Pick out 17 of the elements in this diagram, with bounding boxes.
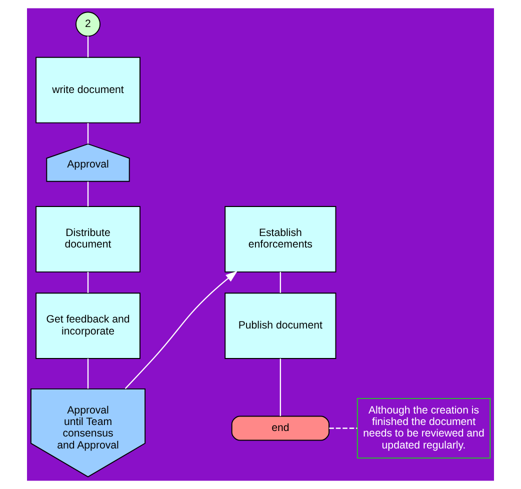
node-box: Distribute document bbox=[36, 206, 140, 272]
connector bbox=[280, 358, 281, 416]
connector bbox=[329, 428, 358, 429]
connector bbox=[280, 272, 281, 293]
node-box: end bbox=[231, 416, 330, 441]
arrow bbox=[124, 270, 238, 389]
connector bbox=[87, 182, 89, 206]
node-box: Publish document bbox=[224, 292, 336, 359]
connector bbox=[87, 36, 89, 58]
connector bbox=[87, 123, 89, 144]
node-box: Establish enforcements bbox=[224, 206, 336, 272]
node-circle: 2 bbox=[76, 12, 100, 37]
node-box: Although the creation is finished the document needs to be reviewed and updated regularly. bbox=[356, 398, 491, 459]
node-box: Get feedback and incorporate bbox=[36, 292, 140, 359]
connector bbox=[87, 272, 89, 293]
node-box: write document bbox=[36, 56, 140, 124]
connector bbox=[87, 358, 89, 389]
